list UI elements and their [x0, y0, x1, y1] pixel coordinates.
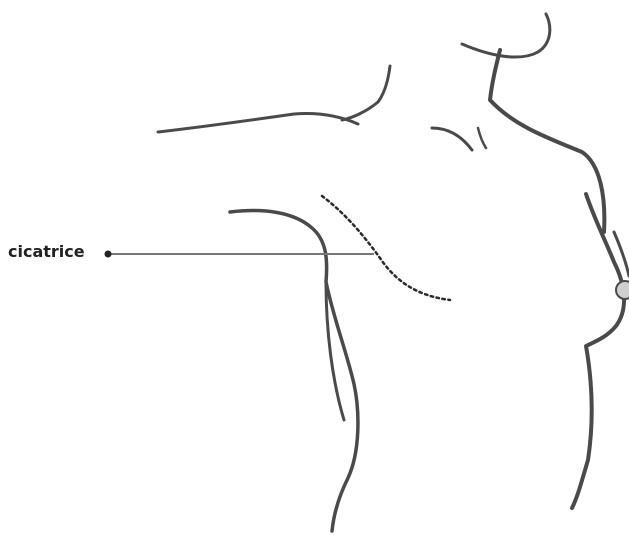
clavicle-outline — [342, 66, 390, 120]
scar-line — [322, 196, 450, 300]
arm-lower-outline — [326, 282, 344, 420]
sternum-mark — [478, 128, 486, 148]
nipple — [616, 281, 629, 299]
jaw-outline — [462, 14, 550, 57]
neck-outline — [490, 50, 604, 232]
shoulder-outline — [158, 113, 358, 132]
leader-dot — [105, 251, 112, 258]
suprasternal-notch — [432, 128, 472, 150]
scar-label: cicatrice — [8, 242, 85, 262]
arm-upper-outline — [230, 211, 358, 531]
